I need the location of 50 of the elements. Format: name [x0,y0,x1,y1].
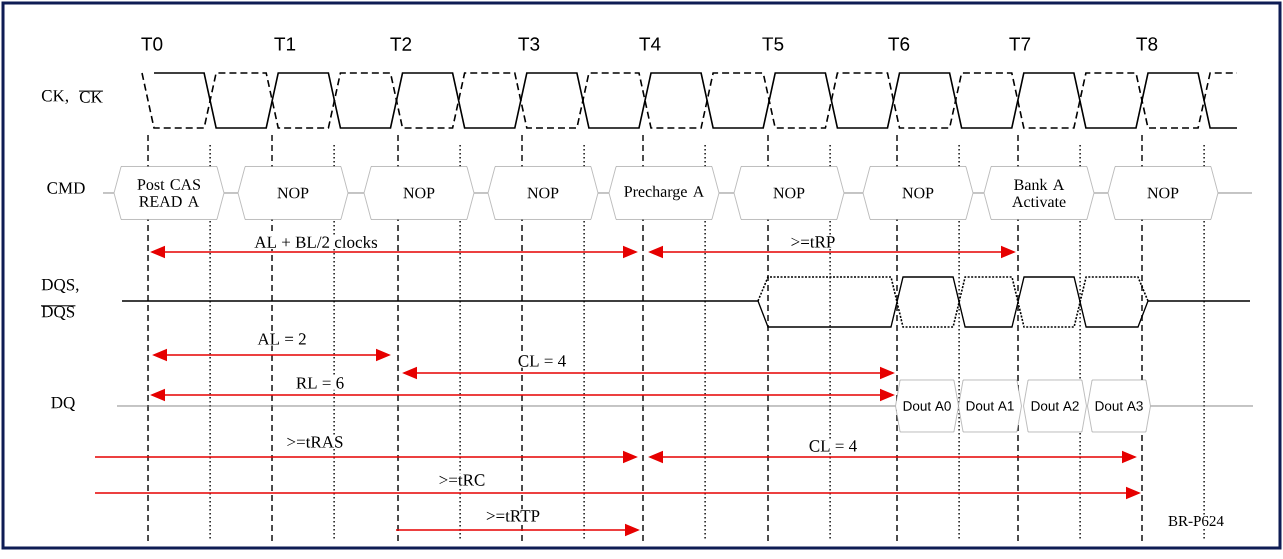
timing-label: >=tRTP [485,509,542,523]
data-box: Dout A3 [1087,379,1151,433]
signal-name: DQ [49,396,77,412]
command-box: Post CAS READ A [113,166,225,220]
data-box: Dout A1 [958,379,1022,433]
signal-name: DQS, [40,278,81,294]
bus-line [1217,192,1253,194]
bus-line [347,192,365,194]
command-box: Bank A Activate [983,166,1095,220]
time-label: T6 [886,36,912,52]
command-box: NOP [363,166,475,220]
bus-line [473,192,489,194]
bus-line [972,192,985,194]
command-box: NOP [1107,166,1219,220]
timing-label: CL = 4 [516,354,568,368]
command-box: NOP [487,166,599,220]
command-box: NOP [237,166,349,220]
signal-name: DQS [40,305,77,321]
data-box: Dout A2 [1023,379,1087,433]
bus-line [597,192,610,194]
bus-line [102,192,115,194]
timing-label: AL + BL/2 clocks [253,235,379,249]
time-label: T1 [272,36,298,52]
time-label: T0 [139,36,165,52]
data-box: Dout A0 [895,379,959,433]
bus-line [116,405,896,407]
timing-label: CL = 4 [807,439,859,453]
bus-line [1150,405,1254,407]
time-label: T3 [516,36,542,52]
time-label: T8 [1134,36,1160,52]
time-label: T7 [1007,36,1033,52]
bus-line [223,192,239,194]
signal-name: CMD [45,181,87,195]
timing-label: >=tRC [437,473,487,487]
bus-line [1093,192,1109,194]
figure-code: BR-P624 [1167,514,1225,528]
timing-label: AL = 2 [256,332,308,346]
command-box: Precharge A [608,166,720,220]
time-label: T2 [388,36,414,52]
bus-line [718,192,735,194]
signal-name: CK, [40,89,71,105]
time-label: T5 [760,36,786,52]
time-label: T4 [637,36,663,52]
timing-label: RL = 6 [294,376,346,390]
timing-label: >=tRAS [285,435,345,449]
timing-label: >=tRP [789,235,837,249]
command-box: NOP [862,166,974,220]
command-box: NOP [733,166,845,220]
signal-name: CK [78,90,104,104]
bus-line [843,192,864,194]
